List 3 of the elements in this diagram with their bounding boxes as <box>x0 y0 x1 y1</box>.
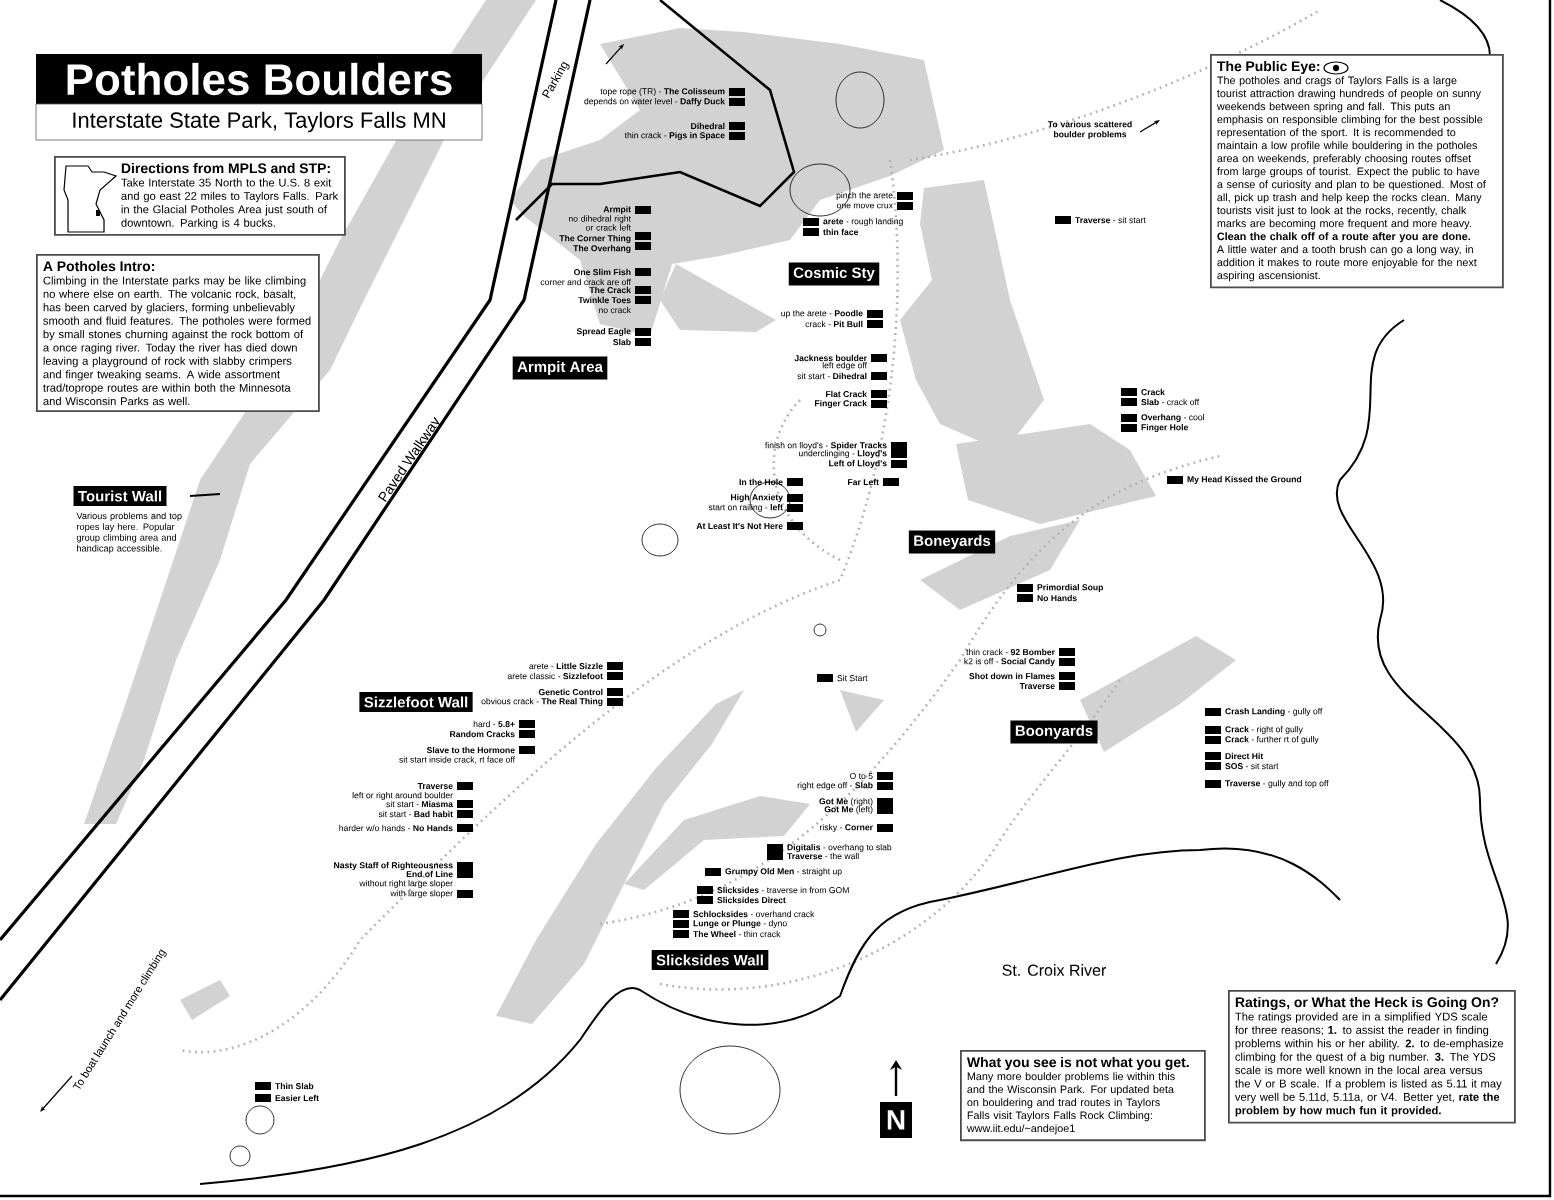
title-banner: Potholes Boulders <box>36 54 482 104</box>
river-label: St. Croix River <box>1002 964 1106 976</box>
subtitle-box: Interstate State Park, Taylors Falls MN <box>35 103 483 141</box>
